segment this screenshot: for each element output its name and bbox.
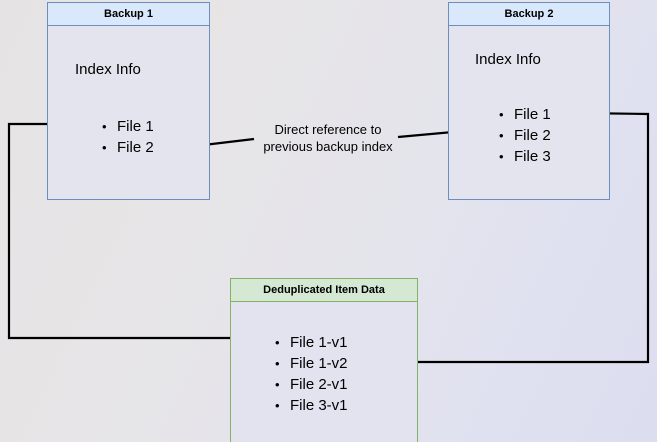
node-dedup-header: Deduplicated Item Data — [231, 279, 417, 302]
list-item: File 1 — [102, 116, 154, 137]
node-deduplicated-item-data[interactable]: Deduplicated Item Data File 1-v1 File 1-… — [230, 278, 418, 442]
edge-label-line-2: previous backup index — [263, 139, 393, 154]
edge-label-line-1: Direct reference to — [274, 122, 382, 137]
list-item: File 1-v2 — [275, 353, 348, 374]
node-backup1-item-list: File 1 File 2 — [102, 116, 154, 158]
node-backup2-header: Backup 2 — [449, 3, 609, 26]
edge-label-direct-reference: Direct reference to previous backup inde… — [249, 121, 407, 155]
list-item: File 1-v1 — [275, 332, 348, 353]
node-backup2[interactable]: Backup 2 Index Info File 1 File 2 File 3 — [448, 2, 610, 200]
node-backup1-header: Backup 1 — [48, 3, 209, 26]
list-item: File 2 — [102, 137, 154, 158]
node-backup1[interactable]: Backup 1 Index Info File 1 File 2 — [47, 2, 210, 200]
node-backup2-item-list: File 1 File 2 File 3 — [499, 104, 551, 167]
list-item: File 2-v1 — [275, 374, 348, 395]
node-backup2-subtitle: Index Info — [475, 51, 541, 68]
list-item: File 3 — [499, 146, 551, 167]
list-item: File 2 — [499, 125, 551, 146]
node-backup1-subtitle: Index Info — [75, 61, 141, 78]
list-item: File 3-v1 — [275, 395, 348, 416]
list-item: File 1 — [499, 104, 551, 125]
node-dedup-item-list: File 1-v1 File 1-v2 File 2-v1 File 3-v1 — [275, 332, 348, 416]
